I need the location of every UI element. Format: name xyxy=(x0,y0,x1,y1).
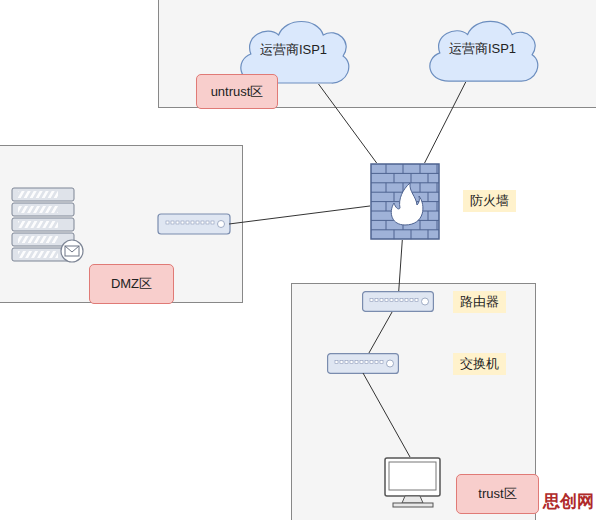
firewall-shape xyxy=(370,163,440,240)
network-link xyxy=(369,312,392,353)
isp-label: 运营商ISP1 xyxy=(423,16,542,82)
zone-label: DMZ区 xyxy=(89,264,174,304)
network-link xyxy=(399,240,403,291)
router-icon: 路由器 xyxy=(362,291,434,312)
zone-label: untrust区 xyxy=(196,74,278,109)
switch-icon: 交换机 xyxy=(327,353,399,374)
device-label: 路由器 xyxy=(453,291,506,313)
region-band: untrust区运营商ISP1运营商ISP1 xyxy=(158,0,596,108)
firewall-icon: 防火墙 xyxy=(370,163,440,240)
watermark: 思创网 xyxy=(541,490,596,513)
device-shape xyxy=(362,291,434,312)
pc-icon xyxy=(385,458,440,507)
network-link xyxy=(319,84,377,163)
server-icon xyxy=(12,188,83,262)
device-label: 交换机 xyxy=(453,353,506,375)
device-label: 防火墙 xyxy=(463,190,516,212)
pc-wire xyxy=(363,373,410,457)
zone-label: trust区 xyxy=(456,474,539,514)
cloud-node: 运营商ISP1 xyxy=(234,16,353,84)
network-link xyxy=(425,82,466,163)
dmz-switch-icon xyxy=(158,214,230,234)
cloud-node: 运营商ISP1 xyxy=(423,16,542,82)
inner-wire xyxy=(229,222,243,224)
device-shape xyxy=(327,353,399,374)
network-link xyxy=(243,206,370,222)
isp-label: 运营商ISP1 xyxy=(234,16,353,84)
